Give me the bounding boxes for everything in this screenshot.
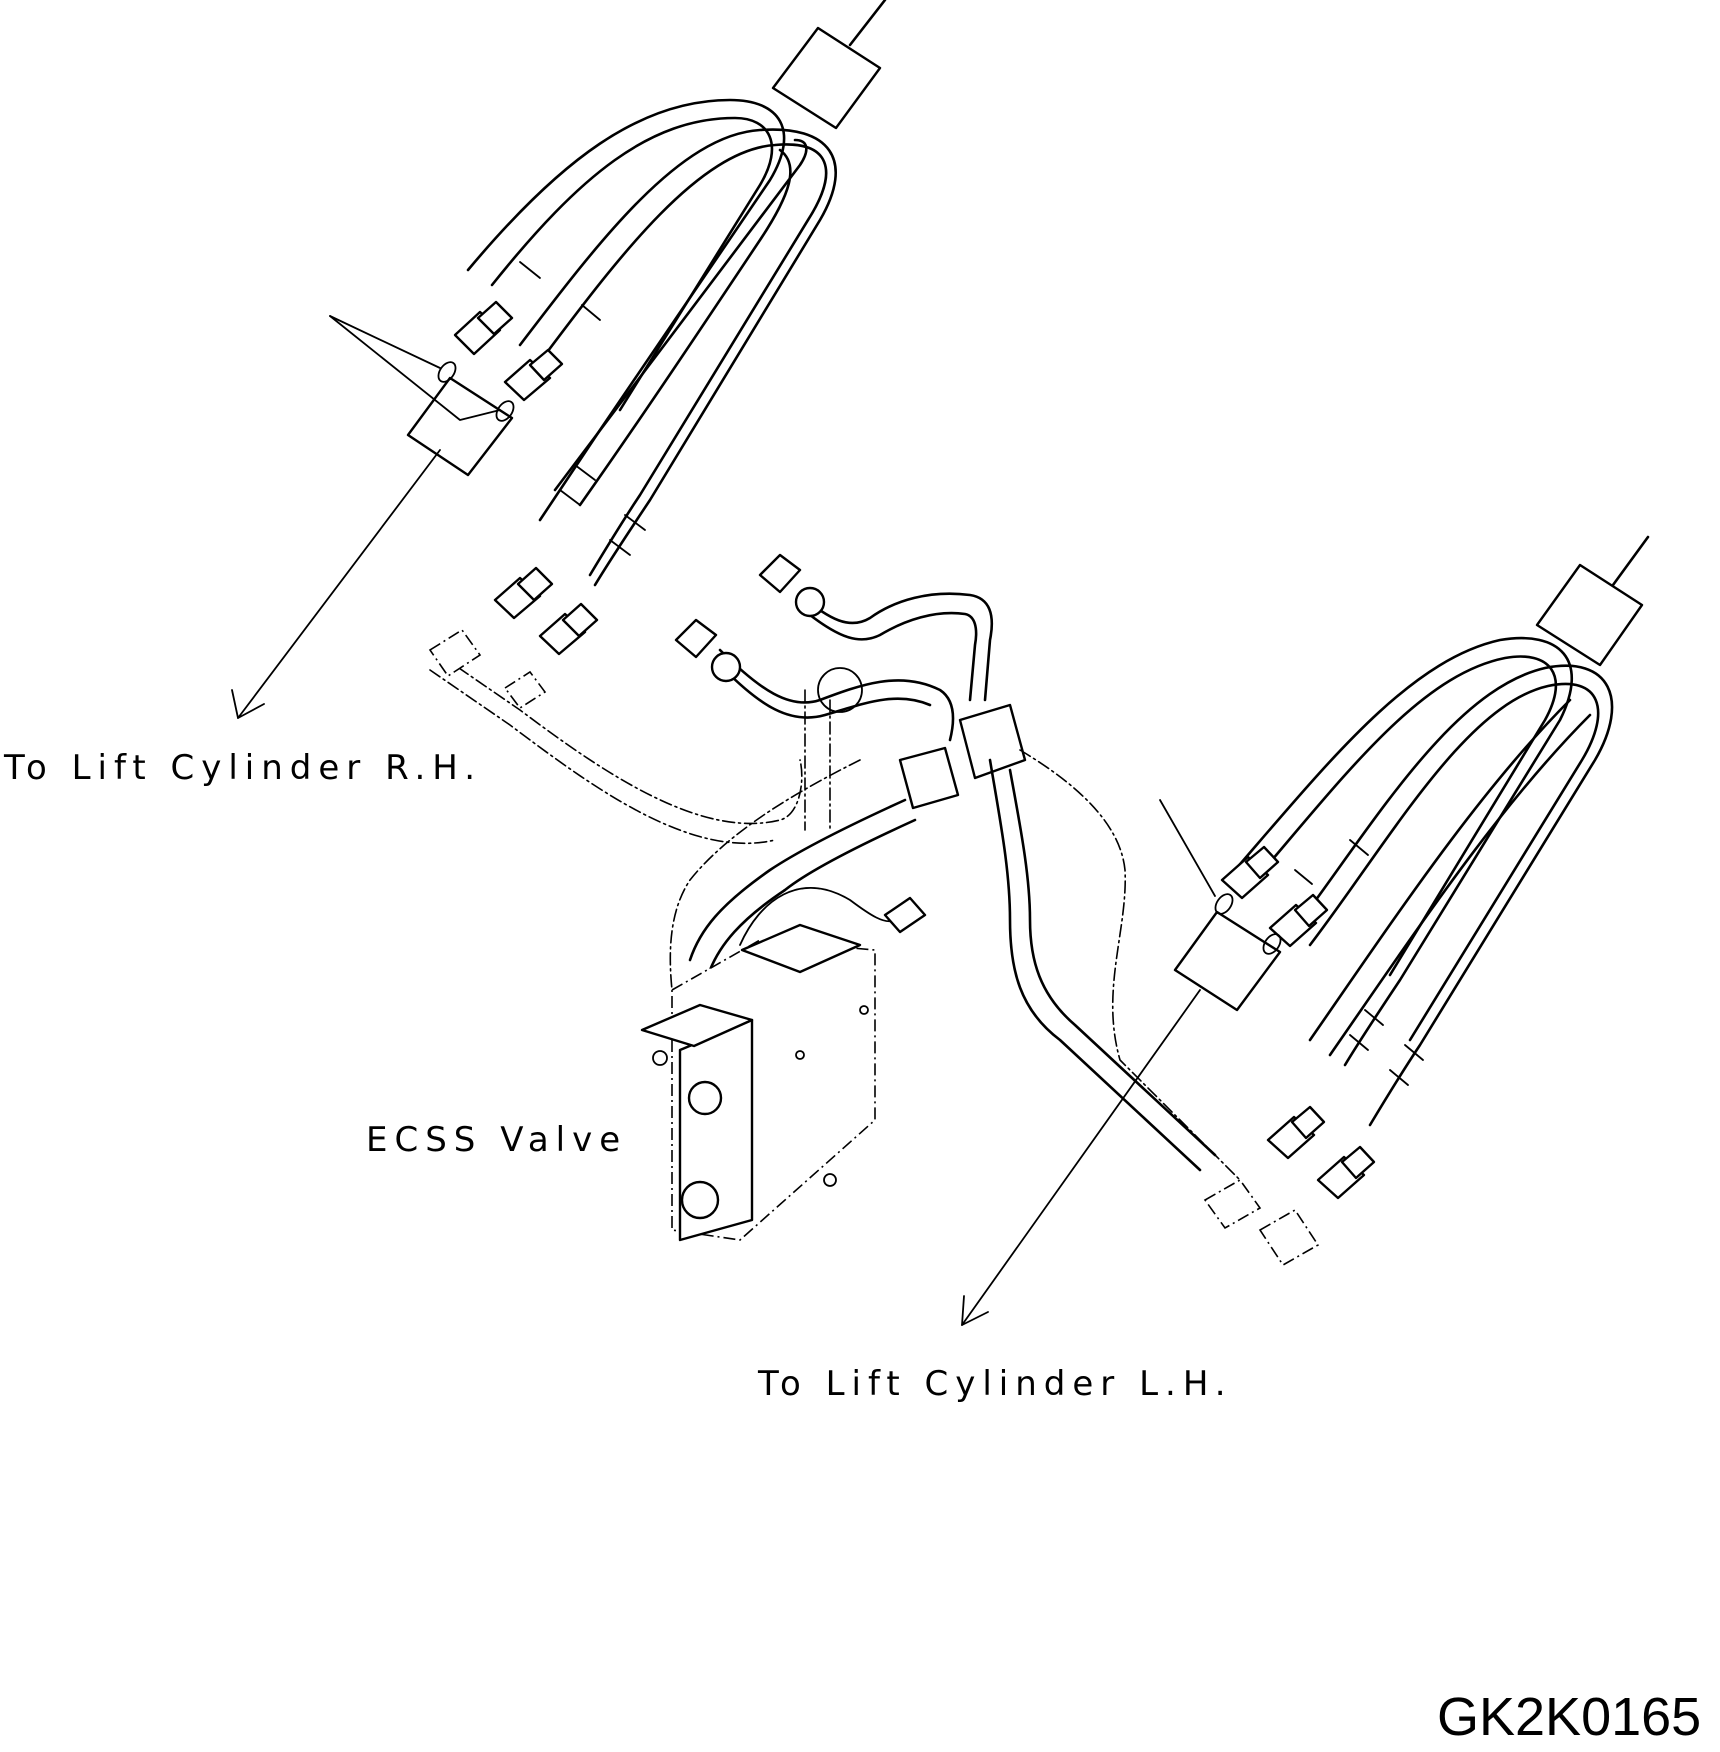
valve-bolt-1 <box>652 1050 668 1066</box>
valve-hose-2 <box>669 759 861 991</box>
lh-band-5 <box>1364 1009 1384 1026</box>
lh-hose-c <box>1308 698 1572 1042</box>
valve-port-2 <box>680 1180 720 1220</box>
lh-top-clamp <box>1535 563 1644 667</box>
lh-band-6 <box>1404 1044 1424 1061</box>
lh-band-1 <box>1349 839 1369 856</box>
rh-band-2 <box>581 304 601 321</box>
valve-connector <box>883 896 927 934</box>
label-to-lift-cylinder-lh: To Lift Cylinder L.H. <box>758 1364 1233 1404</box>
rh-dashed-fitting-2 <box>503 670 547 710</box>
lh-dashed-fitting-2 <box>1258 1208 1320 1267</box>
rh-band-1 <box>519 261 541 279</box>
rh-fitting-2b <box>528 348 564 382</box>
rh-fitting-4b <box>561 602 599 638</box>
rh-band-5 <box>609 539 631 556</box>
rh-fitting-1b <box>476 300 514 336</box>
rh-band-4 <box>574 464 596 481</box>
lh-top-rod-line <box>1611 535 1650 587</box>
lh-fitting-4b <box>1340 1145 1376 1180</box>
valve-wire <box>739 887 896 946</box>
lh-fitting-3b <box>1290 1105 1326 1140</box>
upper-pipe-inner <box>808 611 978 702</box>
lh-hose-b-inner <box>1308 682 1600 1042</box>
upper-fitting-1 <box>758 553 802 594</box>
mount-bracket <box>804 689 831 831</box>
lh-fitting-2b <box>1293 893 1329 928</box>
upper-pipe <box>798 592 994 702</box>
rh-hose-d <box>578 148 792 507</box>
lh-band-3 <box>1349 1034 1369 1051</box>
drawing-code: GK2K0165 <box>1437 1687 1702 1747</box>
upper-fitting-1-nut <box>794 586 826 618</box>
label-ecss-valve: ECSS Valve <box>366 1120 628 1160</box>
lh-hose-d <box>1328 713 1592 1057</box>
central-manifold <box>428 553 1320 1267</box>
lh-band-2 <box>1294 869 1313 885</box>
rh-band-3 <box>559 489 581 506</box>
lh-hose-a-inner <box>1253 655 1558 977</box>
rh-band-6 <box>624 514 646 531</box>
valve-port-1 <box>687 1080 723 1116</box>
lh-pipe-2 <box>1019 749 1241 1181</box>
lh-pipe-1-inner <box>1008 768 1217 1157</box>
mount-boss <box>817 667 863 713</box>
rh-lower-clamp <box>406 376 514 477</box>
rh-hose-a-inner <box>490 116 774 412</box>
rh-top-rod-line <box>848 0 887 47</box>
lh-arrow-line <box>961 989 1201 1326</box>
rh-dashed-pipe-2 <box>429 669 776 845</box>
valve-bolt-4 <box>823 1173 837 1187</box>
tee-block <box>958 703 1027 780</box>
tee-block-2 <box>898 746 960 810</box>
rh-hose-a <box>466 98 786 522</box>
valve-bolt-3 <box>859 1005 869 1015</box>
valve-bolt-2 <box>795 1050 805 1060</box>
rh-oring-2 <box>495 400 515 422</box>
lh-arrow-head <box>961 1295 989 1326</box>
valve-hose-1-inner <box>708 818 917 972</box>
rh-top-clamp <box>771 26 882 130</box>
rh-callout-line-2 <box>329 315 501 421</box>
rh-dashed-pipe <box>439 654 803 825</box>
mid-pipe <box>718 648 955 742</box>
upper-fitting-2-nut <box>710 651 742 683</box>
lh-band-4 <box>1389 1069 1409 1086</box>
lh-hose-a <box>1233 636 1574 1067</box>
lh-hose-b <box>1288 664 1614 1127</box>
rh-arrow-head <box>231 689 265 719</box>
rh-hose-assembly <box>231 0 887 719</box>
valve-top-face <box>640 1003 754 1048</box>
lh-oring-2 <box>1262 933 1282 955</box>
rh-dashed-fitting <box>428 628 482 678</box>
lh-dashed-fitting-1 <box>1203 1178 1262 1230</box>
mid-pipe-inner <box>723 668 932 719</box>
label-to-lift-cylinder-rh: To Lift Cylinder R.H. <box>4 748 483 788</box>
rh-hose-c <box>553 138 808 492</box>
lh-callout-line <box>1159 799 1216 897</box>
lh-pipe-1 <box>988 758 1202 1172</box>
rh-hose-b-inner <box>543 143 828 577</box>
lh-lower-clamp <box>1173 910 1282 1012</box>
lh-fitting-1b <box>1244 845 1280 880</box>
lh-hose-assembly <box>961 535 1650 1326</box>
ecss-valve-block <box>640 887 927 1242</box>
valve-solenoid-cap <box>740 923 862 974</box>
upper-fitting-2 <box>674 618 718 659</box>
lh-oring-1 <box>1214 893 1234 915</box>
valve-hose-1 <box>688 798 907 962</box>
rh-fitting-3b <box>516 566 554 602</box>
rh-arrow-line <box>237 449 441 719</box>
rh-oring-1 <box>437 361 457 383</box>
rh-callout-line-1 <box>329 315 441 369</box>
rh-hose-b <box>518 128 837 587</box>
